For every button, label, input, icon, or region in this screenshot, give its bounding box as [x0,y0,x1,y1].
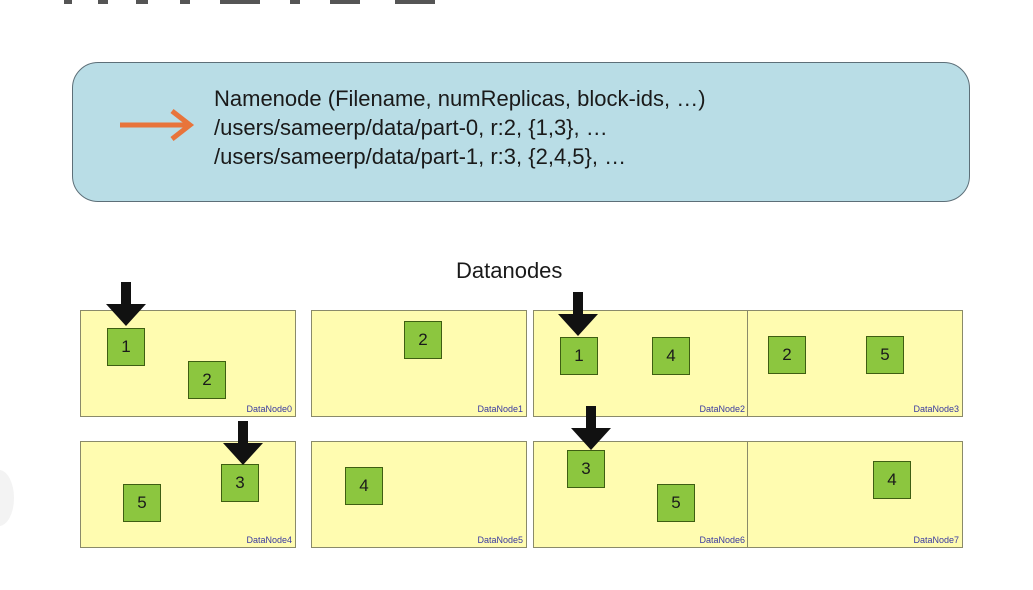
namenode-entry-part-0: /users/sameerp/data/part-0, r:2, {1,3}, … [214,115,608,140]
edge-decoration [0,470,14,526]
datanode-label: DataNode1 [477,404,523,414]
datanode-label: DataNode6 [699,535,745,545]
arrow-down-icon [106,282,146,326]
datanode-3: 2 5 DataNode3 [747,310,963,417]
block: 1 [107,328,145,366]
arrow-down-icon [571,406,611,450]
block: 2 [768,336,806,374]
datanode-label: DataNode0 [246,404,292,414]
arrow-down-icon [223,421,263,465]
namenode-entry-part-1: /users/sameerp/data/part-1, r:3, {2,4,5}… [214,144,627,169]
datanode-7: 4 DataNode7 [747,441,963,548]
namenode-box [72,62,970,202]
namenode-text: Namenode (Filename, numReplicas, block-i… [214,84,706,171]
datanode-label: DataNode2 [699,404,745,414]
block: 3 [221,464,259,502]
datanode-5: 4 DataNode5 [311,441,527,548]
top-edge-dashes [40,0,460,8]
datanode-label: DataNode3 [913,404,959,414]
namenode-header: Namenode (Filename, numReplicas, block-i… [214,86,706,111]
block: 4 [345,467,383,505]
datanode-1: 2 DataNode1 [311,310,527,417]
datanode-label: DataNode4 [246,535,292,545]
datanode-label: DataNode5 [477,535,523,545]
datanode-4: 5 3 DataNode4 [80,441,296,548]
block: 2 [188,361,226,399]
block: 3 [567,450,605,488]
block: 4 [873,461,911,499]
block: 5 [657,484,695,522]
datanode-6: 3 5 DataNode6 [533,441,749,548]
datanode-label: DataNode7 [913,535,959,545]
arrow-down-icon [558,292,598,336]
orange-arrow-icon [120,109,195,141]
block: 5 [866,336,904,374]
block: 1 [560,337,598,375]
block: 2 [404,321,442,359]
datanode-0: 1 2 DataNode0 [80,310,296,417]
block: 5 [123,484,161,522]
datanodes-title: Datanodes [456,258,563,283]
block: 4 [652,337,690,375]
